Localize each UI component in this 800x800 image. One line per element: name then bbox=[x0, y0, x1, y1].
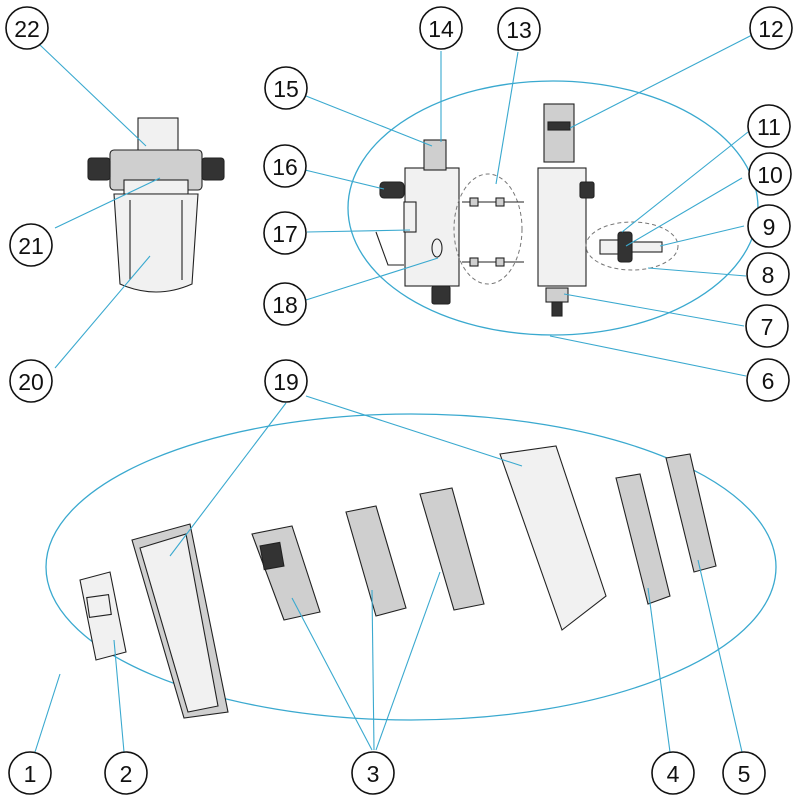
callout-21: 21 bbox=[9, 223, 53, 267]
controller-drawing bbox=[79, 445, 717, 719]
svg-text:21: 21 bbox=[18, 233, 44, 259]
callout-11: 11 bbox=[747, 104, 791, 148]
callout-2: 2 bbox=[104, 751, 148, 795]
callout-10: 10 bbox=[748, 152, 792, 196]
callout-8: 8 bbox=[746, 252, 790, 296]
callout-4: 4 bbox=[651, 751, 695, 795]
svg-text:11: 11 bbox=[757, 114, 781, 140]
callout-18: 18 bbox=[263, 282, 307, 326]
leader-lines bbox=[34, 33, 755, 753]
svg-text:1: 1 bbox=[24, 761, 37, 787]
svg-text:16: 16 bbox=[272, 154, 298, 180]
callout-13: 13 bbox=[497, 7, 541, 51]
callout-1: 1 bbox=[8, 751, 52, 795]
svg-text:4: 4 bbox=[667, 761, 680, 787]
callout-15: 15 bbox=[264, 66, 308, 110]
svg-text:14: 14 bbox=[428, 16, 454, 42]
callout-12: 12 bbox=[749, 6, 793, 50]
callout-3: 3 bbox=[351, 751, 395, 795]
svg-text:12: 12 bbox=[758, 16, 784, 42]
svg-text:2: 2 bbox=[120, 761, 133, 787]
callout-6: 6 bbox=[746, 358, 790, 402]
callout-7: 7 bbox=[745, 304, 789, 348]
callout-16: 16 bbox=[263, 144, 307, 188]
callout-9: 9 bbox=[747, 204, 791, 248]
svg-text:18: 18 bbox=[272, 292, 298, 318]
svg-text:7: 7 bbox=[761, 314, 774, 340]
svg-text:9: 9 bbox=[763, 214, 776, 240]
svg-text:20: 20 bbox=[18, 369, 44, 395]
callout-22: 22 bbox=[5, 6, 49, 50]
svg-text:22: 22 bbox=[14, 16, 40, 42]
svg-text:8: 8 bbox=[762, 262, 775, 288]
svg-text:3: 3 bbox=[367, 761, 380, 787]
svg-text:13: 13 bbox=[506, 17, 532, 43]
callout-19: 19 bbox=[264, 359, 308, 403]
svg-text:6: 6 bbox=[762, 368, 775, 394]
callout-17: 17 bbox=[263, 211, 307, 255]
filter-housing-drawing bbox=[87, 117, 225, 293]
svg-text:19: 19 bbox=[273, 369, 299, 395]
manifold-left-drawing bbox=[375, 139, 460, 305]
svg-text:15: 15 bbox=[273, 76, 299, 102]
callout-14: 14 bbox=[419, 6, 463, 50]
svg-text:5: 5 bbox=[738, 761, 751, 787]
controller-group-ellipse bbox=[45, 413, 777, 721]
callout-5: 5 bbox=[722, 751, 766, 795]
manifold-right-drawing bbox=[537, 103, 679, 317]
manifold-pipes-drawing bbox=[453, 173, 524, 285]
svg-text:10: 10 bbox=[757, 162, 783, 188]
callout-20: 20 bbox=[9, 359, 53, 403]
svg-text:17: 17 bbox=[272, 221, 298, 247]
